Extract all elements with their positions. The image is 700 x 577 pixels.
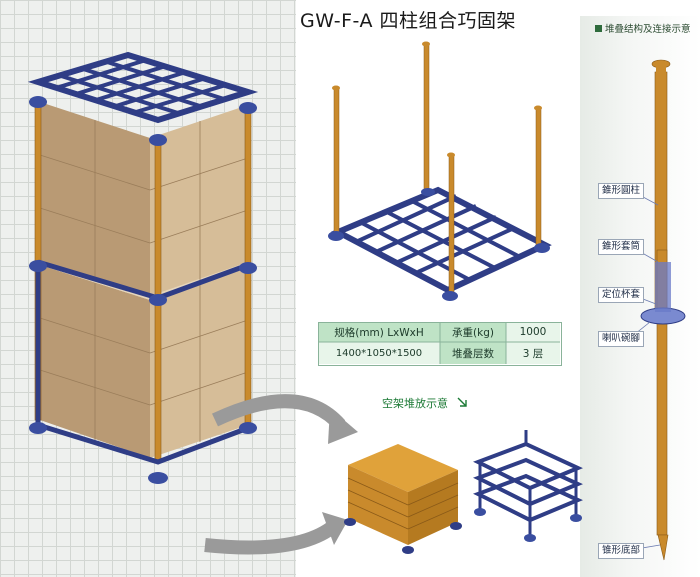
caption-arrow-icon [457,397,467,407]
stack-caption: 空架堆放示意 [382,397,448,410]
page-title: GW-F-A 四柱组合巧固架 [300,10,517,32]
stacked-empty-racks-blue [473,430,583,542]
part-label-cup-sleeve: 定位杯套 [598,287,645,303]
empty-rack [328,41,552,301]
diagram-caption: 堆叠结构及连接示意 [595,21,691,35]
loaded-rack-stack [27,51,259,484]
part-label-cone-bottom: 锥形底部 [598,543,645,559]
spec-table [318,322,562,366]
spec-size-value: 1400*1050*1500 [335,347,423,359]
caption-square-icon [595,25,602,32]
spec-table-bg [318,322,560,364]
spec-layers-label: 堆叠层数 [452,347,494,360]
part-label-cone-post: 錐形圓柱 [598,183,645,199]
spec-layers-value: 3 层 [522,347,544,360]
spec-load-value: 1000 [519,326,547,338]
part-label-trumpet-foot: 喇叭碗腳 [598,331,645,347]
spec-load-label: 承重(kg) [452,326,494,339]
spec-size-label: 规格(mm) LxWxH [334,326,424,339]
post-connection-detail [629,59,686,561]
stacked-empty-racks-orange [344,444,462,554]
part-label-cone-sleeve: 錐形套筒 [598,239,645,255]
